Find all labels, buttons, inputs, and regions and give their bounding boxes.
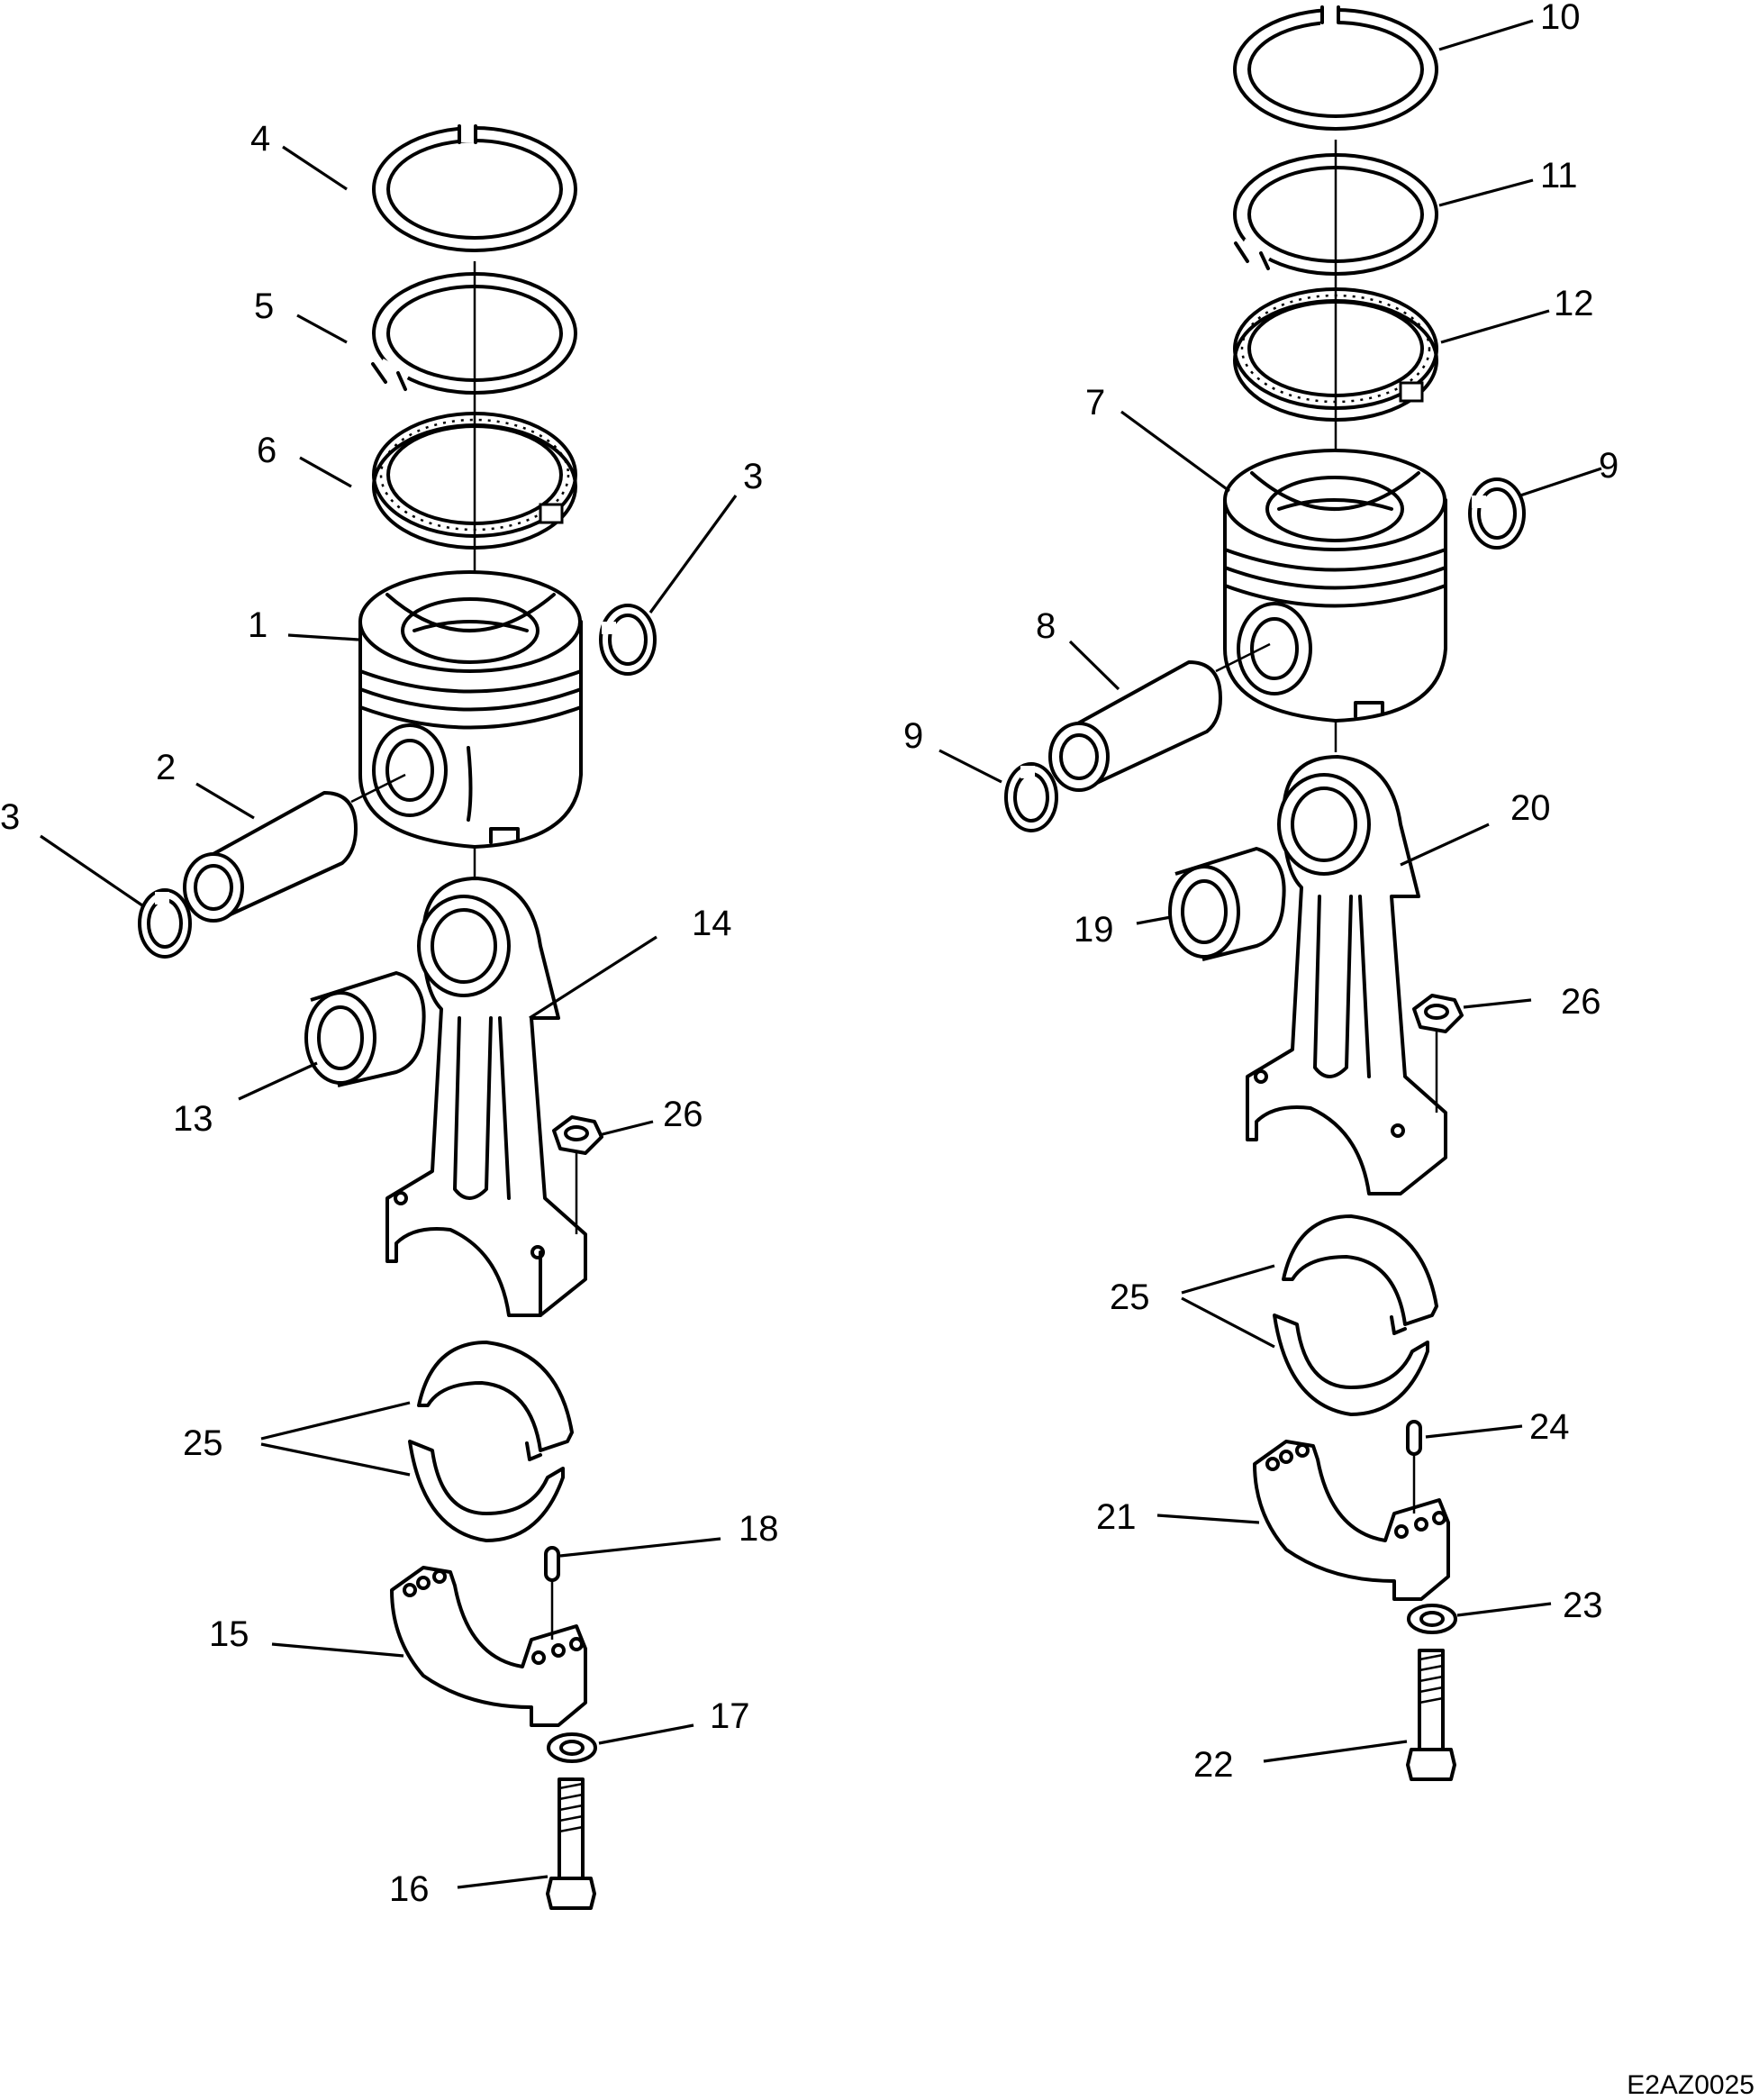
nut-26-left [552, 1115, 603, 1234]
callout-3-right: 3 [743, 457, 763, 496]
callouts-right: 10 11 12 7 9 8 9 20 19 26 25 24 21 [903, 0, 1618, 1785]
callout-23: 23 [1563, 1586, 1603, 1625]
callout-11: 11 [1540, 156, 1578, 195]
callout-5: 5 [254, 286, 274, 326]
piston-ring-10 [1233, 5, 1438, 131]
piston-1 [358, 570, 583, 849]
callout-25-right: 25 [1110, 1277, 1150, 1317]
callout-13: 13 [173, 1099, 213, 1139]
callout-10: 10 [1540, 0, 1581, 37]
callout-20: 20 [1510, 788, 1551, 828]
piston-pin-8 [1048, 642, 1271, 792]
dowel-pin-24 [1406, 1420, 1422, 1514]
piston-ring-4 [372, 123, 577, 252]
snap-ring-9-right [1468, 477, 1526, 550]
snap-ring-3-left [138, 888, 192, 959]
washer-23 [1407, 1604, 1457, 1634]
snap-ring-3-right [599, 604, 657, 676]
callout-8: 8 [1036, 606, 1056, 646]
callouts-left: 4 5 6 1 3 2 3 14 13 26 25 18 15 [0, 119, 779, 1909]
piston-pin-2 [183, 773, 406, 923]
callout-25-left: 25 [183, 1423, 223, 1463]
callout-24: 24 [1529, 1407, 1570, 1447]
rod-cap-21 [1253, 1440, 1450, 1601]
bolt-22 [1406, 1649, 1456, 1781]
callout-1: 1 [248, 605, 267, 645]
callout-16: 16 [389, 1869, 430, 1909]
right-assembly: 10 11 12 7 9 8 9 20 19 26 25 24 21 [903, 0, 1618, 1785]
callout-22: 22 [1193, 1745, 1234, 1785]
callout-4: 4 [250, 119, 270, 159]
callout-18: 18 [739, 1509, 779, 1549]
rod-cap-15 [390, 1566, 587, 1727]
snap-ring-9-left [1004, 762, 1058, 832]
left-assembly: 4 5 6 1 3 2 3 14 13 26 25 18 15 [0, 119, 779, 1910]
callout-17: 17 [710, 1696, 750, 1736]
callout-3-left: 3 [0, 797, 20, 837]
nut-26-right [1412, 994, 1464, 1113]
callout-26-right: 26 [1561, 982, 1601, 1022]
callout-9-right: 9 [1599, 446, 1618, 486]
connecting-rod-14 [385, 847, 587, 1317]
callout-12: 12 [1554, 284, 1594, 323]
callout-26-left: 26 [663, 1095, 703, 1134]
washer-17 [547, 1732, 597, 1763]
piston-7 [1223, 449, 1447, 752]
bearing-shells-25-left [408, 1341, 574, 1542]
callout-14: 14 [692, 904, 732, 943]
callout-2: 2 [156, 748, 176, 787]
dowel-pin-18 [544, 1546, 560, 1640]
bushing-13 [304, 971, 426, 1087]
connecting-rod-20 [1246, 755, 1447, 1195]
bearing-shells-25-right [1273, 1214, 1438, 1416]
callout-21: 21 [1096, 1497, 1137, 1537]
bushing-19 [1168, 847, 1286, 961]
callout-15: 15 [209, 1614, 249, 1654]
callout-19: 19 [1074, 910, 1114, 950]
bolt-16 [546, 1777, 596, 1910]
callout-7: 7 [1085, 383, 1105, 423]
drawing-code: E2AZ0025 [1627, 2070, 1754, 2100]
callout-6: 6 [257, 431, 277, 470]
callout-9-left: 9 [903, 716, 923, 756]
